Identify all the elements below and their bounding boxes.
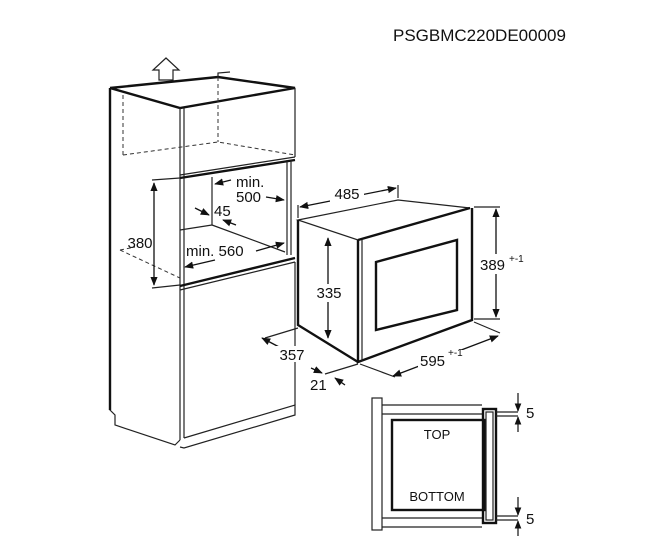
dim-45: 45	[214, 203, 231, 220]
cabinet	[108, 71, 296, 449]
cabinet-dimensions: 380 min. 500 45 min. 560	[127, 174, 285, 286]
dim-21: 21	[310, 377, 327, 394]
mounting-detail: TOP BOTTOM 5 5	[371, 393, 534, 536]
gap-top-5: 5	[526, 405, 534, 422]
microwave-dimensions: 485 335 389 +-1 357 21 595 +-1	[261, 185, 524, 394]
dim-389: 389	[480, 257, 505, 274]
dim-500: 500	[236, 189, 261, 206]
label-top: TOP	[424, 427, 451, 442]
dim-595: 595	[420, 353, 445, 370]
dim-380: 380	[127, 235, 152, 252]
dim-335: 335	[316, 285, 341, 302]
gap-bottom-5: 5	[526, 511, 534, 528]
microwave	[295, 199, 474, 364]
tolerance-595: +-1	[448, 348, 463, 359]
label-min: min.	[236, 174, 264, 191]
label-bottom: BOTTOM	[409, 489, 464, 504]
tolerance-389: +-1	[509, 254, 524, 265]
dim-485: 485	[334, 186, 359, 203]
product-code: PSGBMC220DE00009	[393, 26, 566, 45]
airflow-up-icon	[151, 57, 181, 81]
dim-min-560: min. 560	[186, 243, 244, 260]
dim-357: 357	[279, 347, 304, 364]
